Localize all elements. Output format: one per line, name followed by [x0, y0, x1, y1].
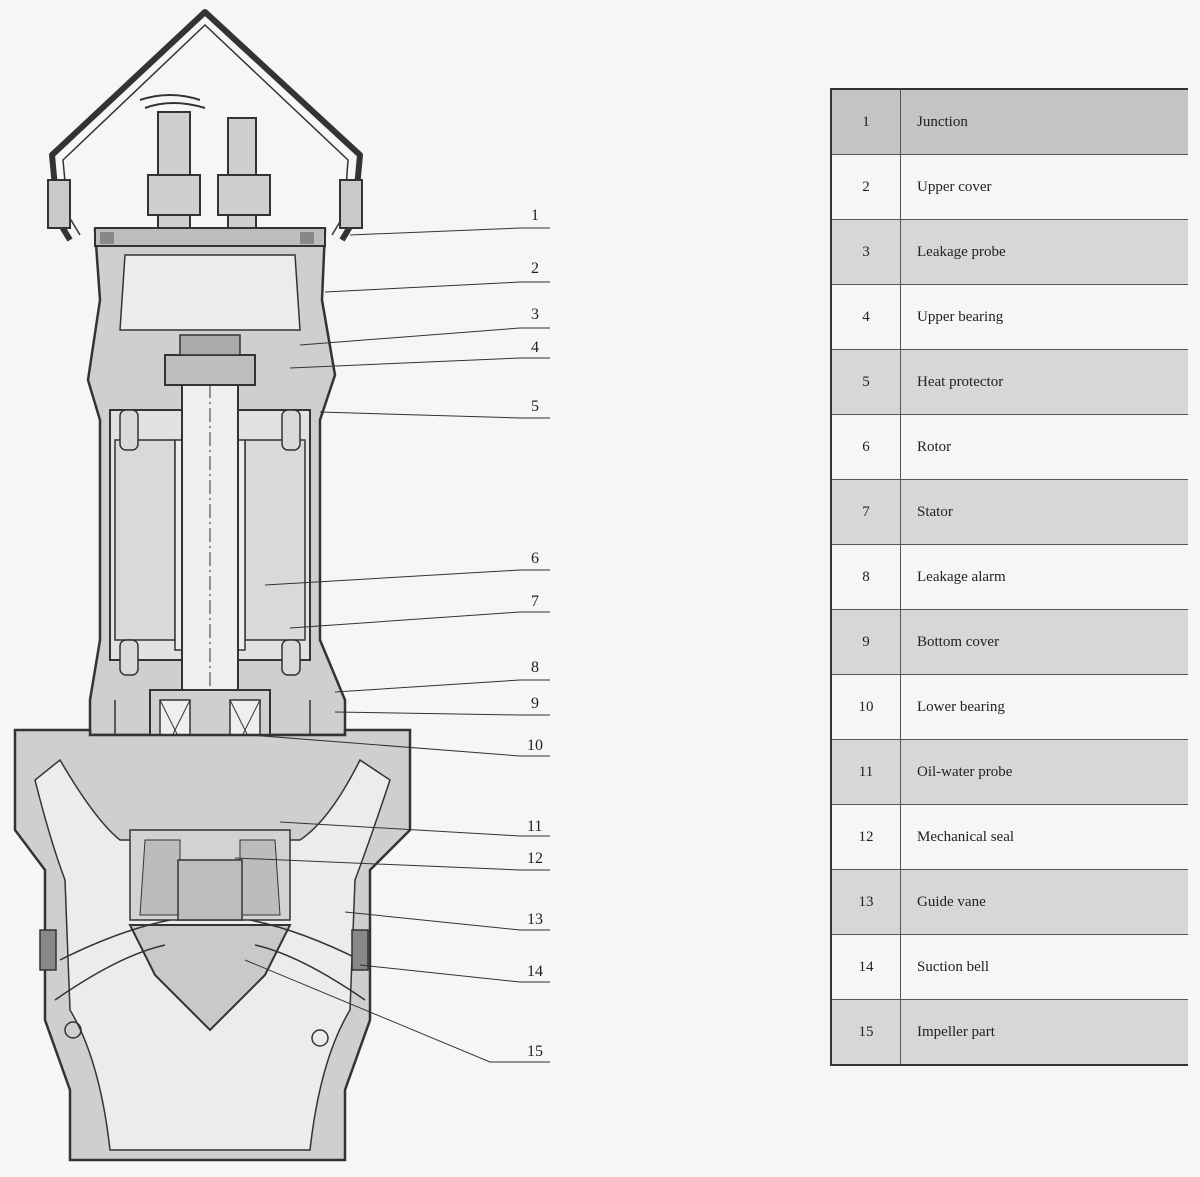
part-number: 4 — [831, 284, 901, 350]
part-name: Heat protector — [900, 349, 1188, 415]
callout-9: 9 — [531, 695, 539, 712]
part-number: 8 — [831, 544, 901, 610]
part-number: 6 — [831, 414, 901, 480]
part-number: 13 — [831, 869, 901, 935]
part-name: Stator — [900, 479, 1188, 545]
part-number: 11 — [831, 739, 901, 805]
part-name: Lower bearing — [900, 674, 1188, 740]
part-number: 2 — [831, 154, 901, 220]
part-name: Suction bell — [900, 934, 1188, 1000]
callout-7: 7 — [531, 593, 539, 610]
callout-3: 3 — [531, 306, 539, 323]
stator-windings — [114, 409, 306, 676]
impeller — [128, 924, 292, 1032]
part-name: Upper bearing — [900, 284, 1188, 350]
part-name: Oil-water probe — [900, 739, 1188, 805]
part-number: 3 — [831, 219, 901, 285]
part-number: 1 — [831, 89, 901, 155]
callout-4: 4 — [531, 339, 539, 356]
part-name: Impeller part — [900, 999, 1188, 1065]
part-name: Junction — [900, 89, 1188, 155]
part-number: 14 — [831, 934, 901, 1000]
callout-5: 5 — [531, 398, 539, 415]
callout-2: 2 — [531, 260, 539, 277]
part-number: 12 — [831, 804, 901, 870]
callout-14: 14 — [527, 963, 543, 980]
part-name: Upper cover — [900, 154, 1188, 220]
part-name: Guide vane — [900, 869, 1188, 935]
part-name: Rotor — [900, 414, 1188, 480]
callout-8: 8 — [531, 659, 539, 676]
part-number: 7 — [831, 479, 901, 545]
part-name: Leakage probe — [900, 219, 1188, 285]
callout-1: 1 — [531, 207, 539, 224]
part-name: Bottom cover — [900, 609, 1188, 675]
callout-numbers: 1 2 3 4 5 6 7 8 9 10 11 12 13 14 15 — [527, 207, 543, 1060]
part-number: 9 — [831, 609, 901, 675]
callout-12: 12 — [527, 850, 543, 867]
part-number: 5 — [831, 349, 901, 415]
part-name: Leakage alarm — [900, 544, 1188, 610]
callout-15: 15 — [527, 1043, 543, 1060]
part-name: Mechanical seal — [900, 804, 1188, 870]
callout-10: 10 — [527, 737, 543, 754]
part-number: 15 — [831, 999, 901, 1065]
pump-cross-section-diagram: 1 2 3 4 5 6 7 8 9 10 11 12 13 14 15 — [13, 9, 550, 1162]
callout-6: 6 — [531, 550, 539, 567]
part-number: 10 — [831, 674, 901, 740]
callout-13: 13 — [527, 911, 543, 928]
callout-leaders — [234, 227, 550, 1063]
callout-11: 11 — [527, 818, 542, 835]
